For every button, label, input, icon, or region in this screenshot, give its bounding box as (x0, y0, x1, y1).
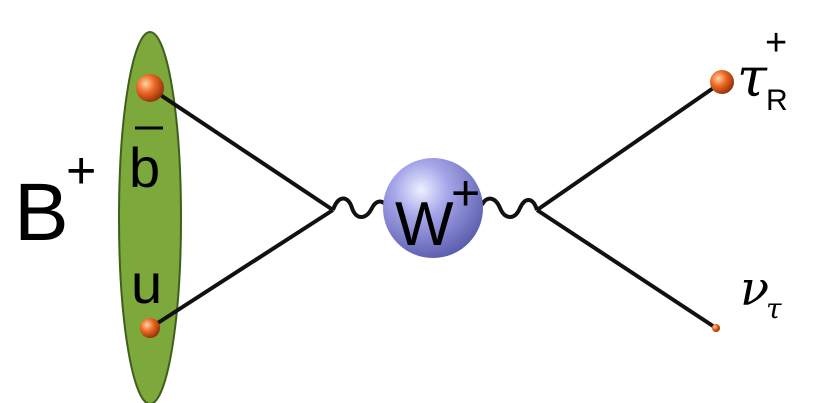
neutrino-label-sub: τ (766, 292, 782, 325)
neutrino-label: ν (740, 261, 769, 317)
bbar-quark-line (148, 86, 335, 212)
bbar-quark-sphere (136, 74, 164, 102)
meson-label: B (14, 167, 69, 258)
tau-label-sup: + (765, 22, 787, 64)
neutrino-dot (712, 324, 720, 332)
tau-label-sub: R (766, 84, 788, 117)
tau-sphere (710, 70, 734, 94)
w-boson-sphere (383, 158, 483, 258)
b-meson-ellipse (118, 31, 182, 403)
u-quark-line (148, 208, 335, 330)
boson-label-sup: + (451, 165, 480, 221)
w-propagator-right (480, 196, 539, 219)
neutrino-line (535, 208, 718, 330)
boson-label: W (395, 190, 454, 259)
bbar-quark-label: b (129, 136, 160, 199)
meson-label-base: B (14, 167, 69, 258)
u-quark-label: u (131, 252, 162, 315)
tau-line (535, 80, 724, 212)
u-quark-sphere (140, 318, 160, 338)
meson-label-sup: + (66, 142, 96, 200)
tau-label: τ (737, 46, 768, 109)
w-propagator-left (331, 196, 388, 219)
